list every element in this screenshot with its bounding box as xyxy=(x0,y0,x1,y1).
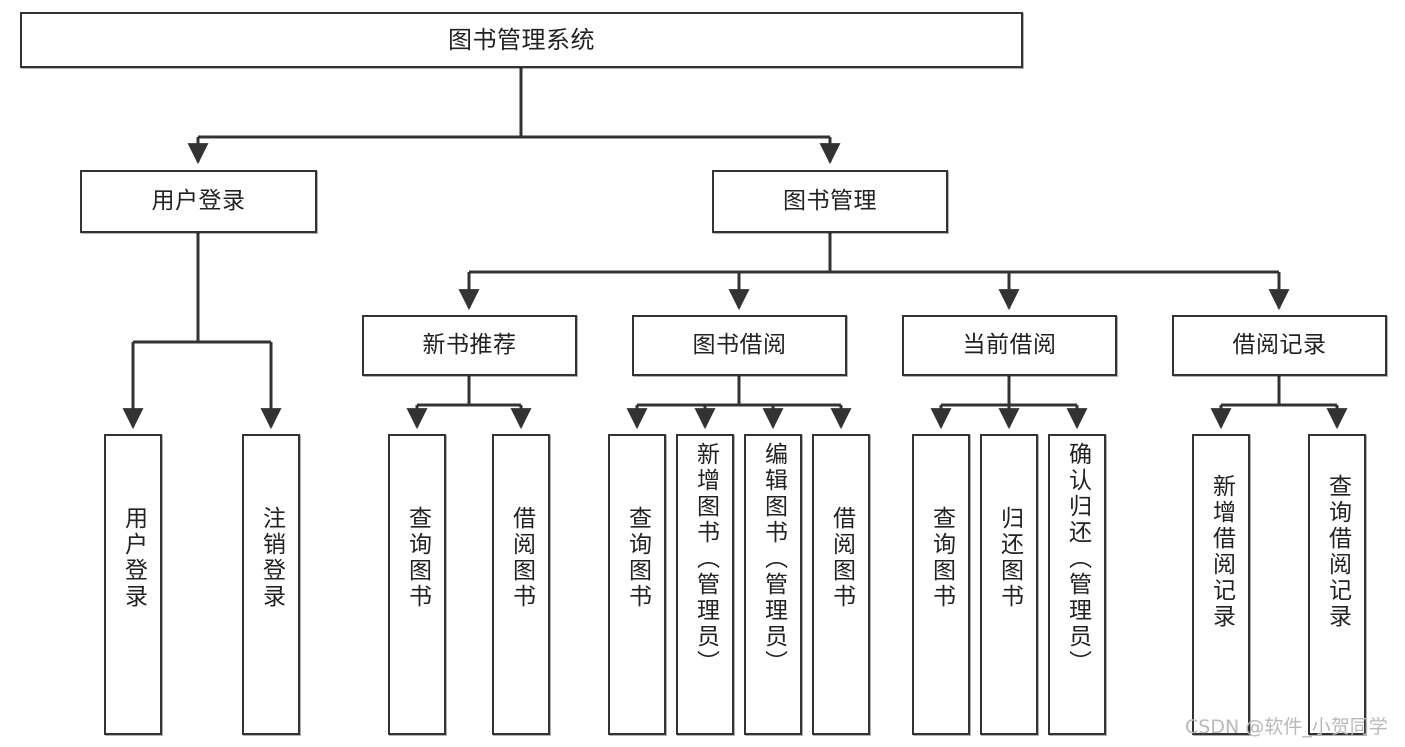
node-label: 借阅图书 xyxy=(508,506,535,610)
node-label: 查询图书 xyxy=(404,506,431,610)
leaf-recommend-query-book[interactable]: 查询图书 xyxy=(388,434,446,735)
node-label: 新书推荐 xyxy=(422,331,517,358)
leaf-current-query-book[interactable]: 查询图书 xyxy=(912,434,970,735)
node-label: 归还图书 xyxy=(996,506,1023,610)
node-current-borrow[interactable]: 当前借阅 xyxy=(902,315,1117,376)
node-label: 查询图书 xyxy=(624,506,651,610)
node-label: 图书管理 xyxy=(783,187,877,214)
node-label: 当前借阅 xyxy=(962,331,1057,358)
leaf-borrow-borrow-book[interactable]: 借阅图书 xyxy=(812,434,870,735)
leaf-borrow-add-book-admin[interactable]: 新增图书（管理员） xyxy=(676,434,734,735)
leaf-current-return-book[interactable]: 归还图书 xyxy=(980,434,1038,735)
node-label: 借阅图书 xyxy=(828,506,855,610)
node-label: 查询借阅记录 xyxy=(1324,474,1351,630)
leaf-current-confirm-return-admin[interactable]: 确认归还（管理员） xyxy=(1048,434,1106,735)
leaf-record-query-record[interactable]: 查询借阅记录 xyxy=(1308,434,1366,735)
node-book-borrow[interactable]: 图书借阅 xyxy=(632,315,847,376)
leaf-user-login-logout[interactable]: 注销登录 xyxy=(242,434,300,735)
node-label: 注销登录 xyxy=(258,506,285,610)
csdn-watermark: CSDN @软件_小贺同学 xyxy=(1185,716,1388,738)
node-label: 用户登录 xyxy=(120,506,147,610)
leaf-borrow-query-book[interactable]: 查询图书 xyxy=(608,434,666,735)
node-label: 确认归还（管理员） xyxy=(1064,442,1091,676)
node-new-book-recommend[interactable]: 新书推荐 xyxy=(362,315,577,376)
node-label: 查询图书 xyxy=(928,506,955,610)
leaf-recommend-borrow-book[interactable]: 借阅图书 xyxy=(492,434,550,735)
node-label: 用户登录 xyxy=(151,187,246,214)
node-label: 图书管理系统 xyxy=(448,25,595,54)
node-borrow-record[interactable]: 借阅记录 xyxy=(1172,315,1387,376)
leaf-user-login-login[interactable]: 用户登录 xyxy=(104,434,162,735)
node-book-management[interactable]: 图书管理 xyxy=(712,170,948,233)
node-label: 图书借阅 xyxy=(692,331,787,358)
node-label: 新增借阅记录 xyxy=(1208,474,1235,630)
leaf-borrow-edit-book-admin[interactable]: 编辑图书（管理员） xyxy=(744,434,802,735)
node-user-login[interactable]: 用户登录 xyxy=(80,170,317,233)
leaf-record-add-record[interactable]: 新增借阅记录 xyxy=(1192,434,1250,735)
node-label: 借阅记录 xyxy=(1232,331,1327,358)
node-label: 编辑图书（管理员） xyxy=(760,442,787,676)
node-label: 新增图书（管理员） xyxy=(692,442,719,676)
node-root-system[interactable]: 图书管理系统 xyxy=(20,12,1023,68)
